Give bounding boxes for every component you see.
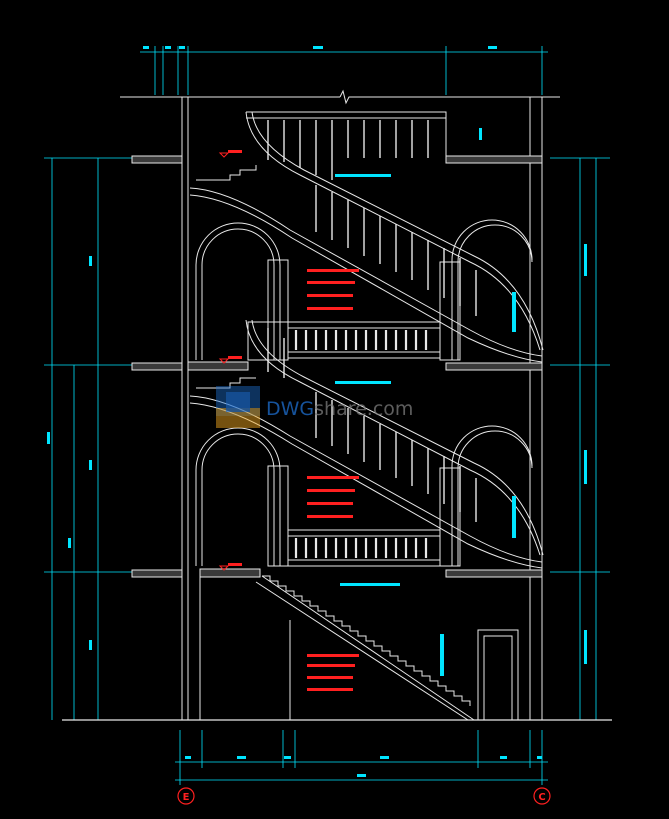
annotation-notes — [228, 150, 359, 691]
grid-bubble-e: E — [177, 787, 195, 805]
upper-stair-balusters — [315, 185, 477, 316]
middle-handrail — [245, 319, 544, 556]
floor-slabs — [131, 155, 543, 578]
dimension-values — [47, 46, 587, 777]
upper-balustrade — [247, 321, 440, 361]
middle-arches — [195, 425, 533, 567]
grid-bubble-c: C — [533, 787, 551, 805]
stair-step-dims — [335, 174, 516, 676]
watermark: DWGshare.com — [216, 386, 413, 428]
watermark-logo-icon — [216, 386, 260, 428]
bottom-dimension-chain — [175, 730, 548, 785]
left-dimension-chain — [44, 157, 138, 720]
middle-balustrade-posts — [294, 538, 428, 558]
grid-label-e: E — [183, 792, 190, 803]
watermark-text: DWGshare.com — [266, 398, 413, 420]
roof-line — [120, 89, 560, 105]
top-dimension-chain — [140, 46, 548, 95]
grid-label-c: C — [538, 792, 545, 803]
watermark-brand: DWG — [266, 398, 314, 420]
watermark-domain: share.com — [314, 398, 413, 420]
middle-stair-balusters — [267, 328, 477, 522]
upper-handrail — [245, 111, 544, 351]
middle-stair-string — [189, 377, 543, 569]
middle-balustrade — [288, 529, 440, 567]
right-dimension-chain — [550, 157, 610, 720]
upper-stair-string — [189, 165, 543, 363]
ground-stair-flight — [255, 575, 475, 721]
level-markers — [218, 152, 230, 571]
upper-balustrade-posts — [294, 330, 428, 350]
upper-baluster-row-top — [267, 120, 429, 180]
wall-columns — [181, 97, 543, 720]
ground-door — [477, 629, 519, 721]
